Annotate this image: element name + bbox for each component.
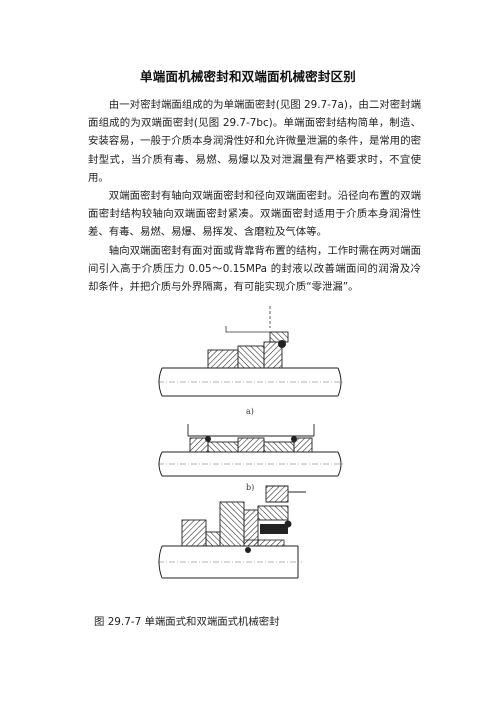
figure-a-single-seal: a)	[158, 306, 344, 416]
figure-caption: 图 29.7-7 单端面式和双端面式机械密封	[94, 616, 280, 628]
paragraph-3: 轴向双端面密封有面对面或背靠背布置的结构，工作时需在两对端面间引入高于介质压力 …	[88, 244, 421, 294]
seal-figure: a) b)	[158, 306, 344, 579]
figure-b-double-seal: b)	[158, 424, 344, 492]
figure-a-label: a)	[246, 407, 254, 416]
figure-c-radial-seal	[158, 485, 306, 579]
document-body: 由一对密封端面组成的为单端面密封(见图 29.7-7a)，由二对密封端面组成的为…	[88, 96, 421, 296]
document-title: 单端面机械密封和双端面机械密封区别	[140, 69, 356, 84]
paragraph-2: 双端面密封有轴向双端面密封和径向双端面密封。沿径向布置的双端面密封结构较轴向双端…	[88, 190, 421, 239]
figure-b-label: b)	[246, 483, 254, 492]
paragraph-1: 由一对密封端面组成的为单端面密封(见图 29.7-7a)，由二对密封端面组成的为…	[88, 99, 421, 184]
